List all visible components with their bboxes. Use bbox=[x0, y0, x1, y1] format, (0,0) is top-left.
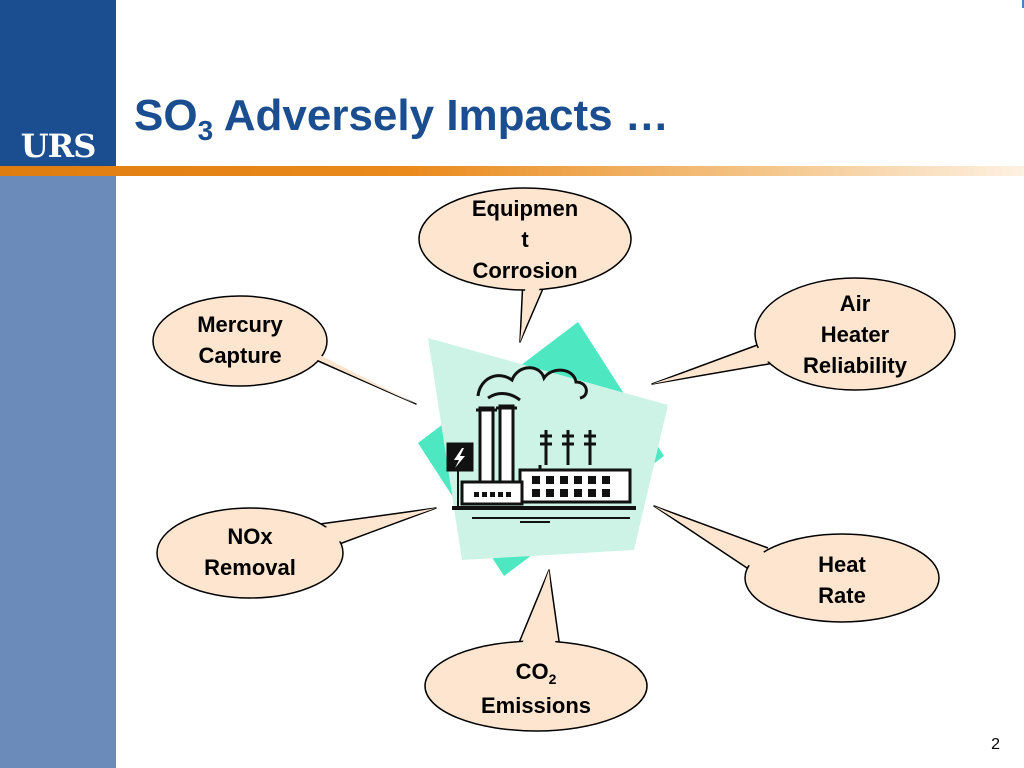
label-heat-rate-line2: Rate bbox=[818, 583, 866, 608]
slide-title: SO3 Adversely Impacts … bbox=[134, 86, 669, 151]
sidebar-top-panel bbox=[0, 0, 116, 166]
bubble-equipment-corrosion bbox=[418, 187, 632, 343]
bubble-heat-rate bbox=[653, 505, 940, 623]
title-suffix: Adversely Impacts … bbox=[213, 91, 669, 140]
label-air-heater-line3: Reliability bbox=[803, 353, 907, 378]
label-air-heater-line2: Heater bbox=[820, 322, 890, 347]
label-nox-removal: NOx Removal bbox=[175, 521, 325, 583]
page-number: 2 bbox=[991, 736, 1000, 753]
label-mercury-capture: Mercury Capture bbox=[165, 309, 315, 371]
lightning-bolt-icon bbox=[454, 448, 465, 468]
label-mercury-line2: Capture bbox=[198, 343, 282, 368]
label-nox-line2: Removal bbox=[204, 555, 296, 580]
header-divider-bar bbox=[0, 166, 1024, 176]
bubble-co2-emissions bbox=[424, 569, 648, 732]
label-co2-line2: Emissions bbox=[480, 693, 592, 718]
label-equipment-line3: Corrosion bbox=[472, 258, 578, 283]
plant-windows bbox=[474, 476, 610, 497]
label-heat-rate-line1: Heat bbox=[818, 552, 866, 577]
label-equipment-line1: Equipmen bbox=[471, 196, 579, 221]
label-air-heater-reliability: Air Heater Reliability bbox=[775, 288, 935, 381]
label-equipment-corrosion: Equipmen t Corrosion bbox=[445, 193, 605, 286]
corner-mark bbox=[1022, 0, 1024, 8]
sidebar-bottom-panel bbox=[0, 176, 116, 768]
label-mercury-line1: Mercury bbox=[197, 312, 283, 337]
label-equipment-line2: t bbox=[521, 227, 529, 252]
label-co2-emissions: CO2 Emissions bbox=[456, 656, 616, 721]
label-co2-line1: CO2 bbox=[456, 656, 616, 690]
title-subscript: 3 bbox=[197, 115, 214, 146]
label-co2-subscript: 2 bbox=[548, 671, 557, 687]
bubble-air-heater-reliability bbox=[651, 277, 956, 391]
label-heat-rate: Heat Rate bbox=[767, 549, 917, 611]
label-air-heater-line1: Air bbox=[839, 291, 871, 316]
title-prefix: SO bbox=[134, 91, 198, 140]
urs-logo: URS bbox=[20, 127, 97, 165]
bubble-nox-removal bbox=[156, 507, 437, 599]
label-co2-prefix: CO bbox=[515, 659, 549, 684]
label-nox-line1: NOx bbox=[227, 524, 273, 549]
bubble-mercury-capture bbox=[152, 295, 417, 405]
